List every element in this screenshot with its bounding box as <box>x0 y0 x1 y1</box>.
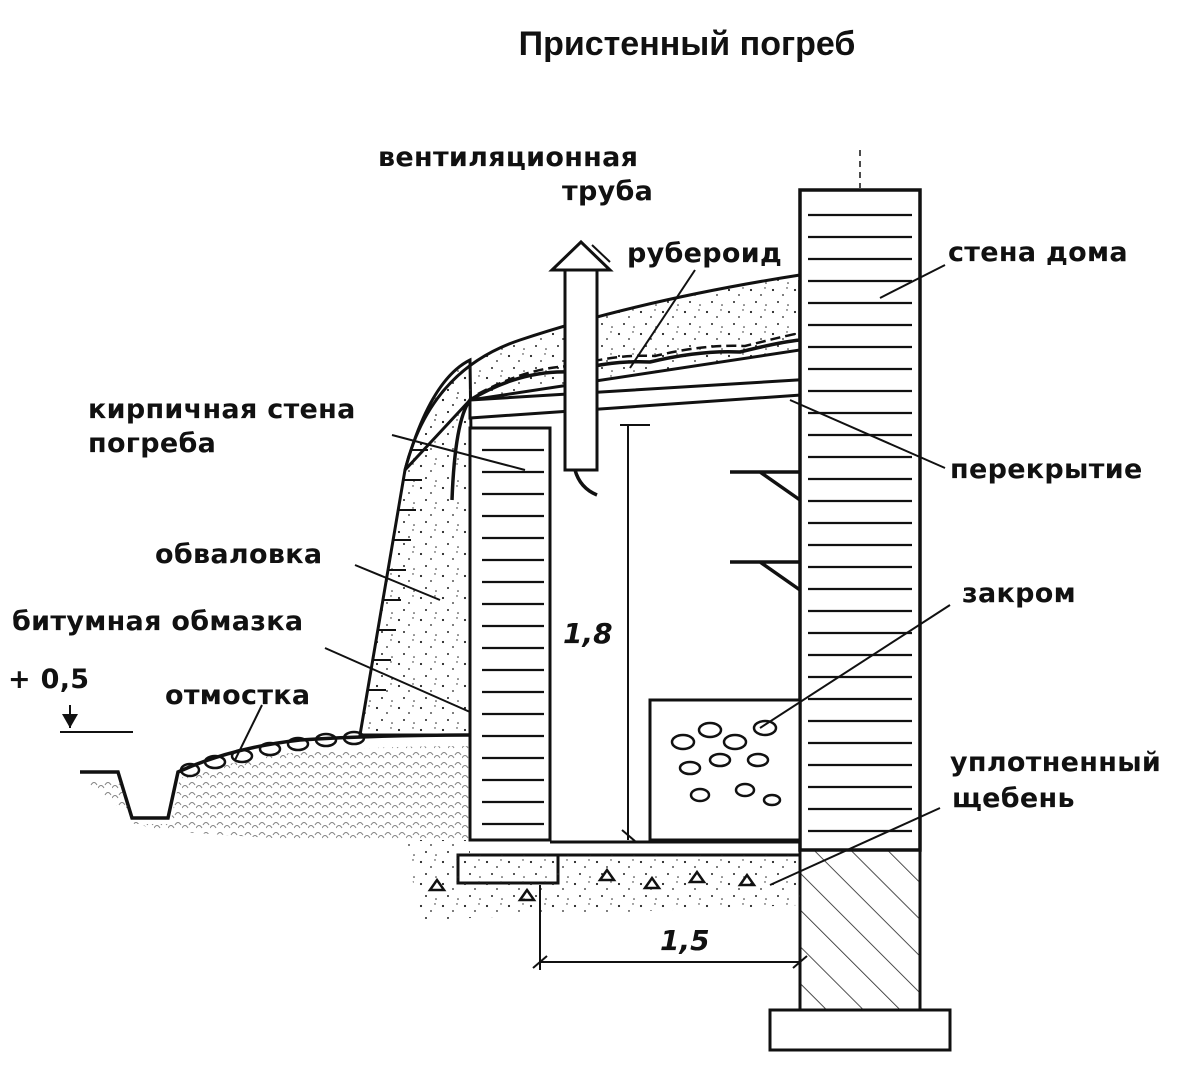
bitumen-label: битумная обмазка <box>12 606 303 637</box>
ground-level-label: + 0,5 <box>8 664 89 695</box>
brick-wall-label-line2: погреба <box>88 428 216 459</box>
vent-pipe-label-line1: вентиляционная <box>378 142 638 173</box>
gravel-label-line1: уплотненный <box>950 747 1161 778</box>
embankment-label: обваловка <box>155 539 322 570</box>
diagram-title: Пристенный погреб <box>519 25 856 63</box>
width-value: 1,5 <box>660 924 710 957</box>
vent-pipe-label-line2: труба <box>562 176 653 207</box>
ventilation-pipe <box>548 239 614 497</box>
shelves <box>730 470 802 592</box>
embankment-soil <box>358 357 477 737</box>
blind-area-stones <box>179 730 366 778</box>
ruberoid-layer <box>469 280 802 402</box>
leader-lines <box>234 244 951 886</box>
gravel-label-line2: щебень <box>952 783 1075 814</box>
cellar-brick-wall <box>468 426 552 842</box>
ruberoid-label: рубероид <box>627 238 782 269</box>
house-wall <box>768 150 952 1052</box>
width-dimension <box>532 885 808 970</box>
house-wall-label: стена дома <box>948 237 1128 268</box>
floor-slab-label: перекрытие <box>950 454 1143 485</box>
ruberoid-flap <box>450 398 472 501</box>
gravel-triangles <box>427 867 757 902</box>
ground-level-mark <box>60 705 133 733</box>
ground-surface <box>80 730 471 840</box>
cellar-floor <box>405 840 800 920</box>
height-value: 1,8 <box>563 617 613 650</box>
roof-soil <box>403 273 802 472</box>
blind-area-label: отмостка <box>165 680 310 711</box>
storage-bin <box>648 698 802 842</box>
brick-wall-label-line1: кирпичная стена <box>88 394 356 425</box>
height-dimension <box>620 424 650 843</box>
bin-label: закром <box>962 578 1076 609</box>
